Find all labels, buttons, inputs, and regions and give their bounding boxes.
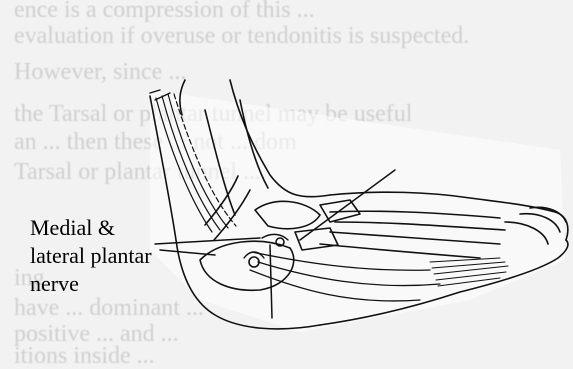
nerve-label: Medial & lateral plantar nerve	[30, 214, 152, 298]
nerve-label-line: nerve	[30, 270, 152, 298]
nerve-label-line: Medial &	[30, 214, 152, 242]
nerve-label-line: lateral plantar	[30, 242, 152, 270]
